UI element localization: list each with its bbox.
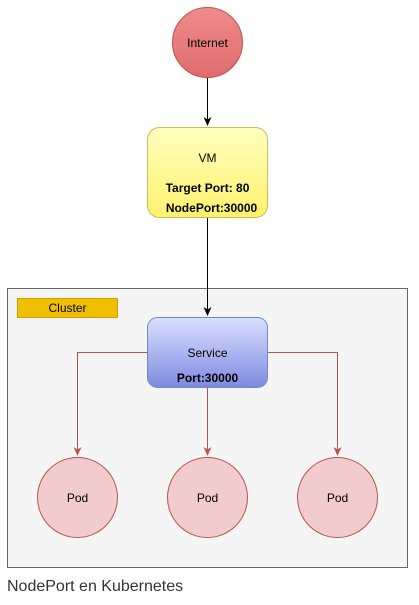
vm-title: VM xyxy=(199,151,217,165)
vm-node-port: NodePort:30000 xyxy=(166,201,258,215)
service-port: Port:30000 xyxy=(177,371,239,385)
service-title: Service xyxy=(187,346,227,360)
pod-label-middle: Pod xyxy=(197,491,218,505)
pod-label-left: Pod xyxy=(67,491,88,505)
internet-node xyxy=(172,7,243,78)
pod-node-left xyxy=(37,457,118,538)
pod-node-middle xyxy=(167,457,248,538)
vm-target-port: Target Port: 80 xyxy=(166,181,250,195)
edge-service-to-pod-right xyxy=(267,352,342,456)
figure-caption: NodePort en Kubernetes xyxy=(7,578,184,595)
internet-label: Internet xyxy=(187,36,228,50)
cluster-label: Cluster xyxy=(48,301,86,315)
pod-label-right: Pod xyxy=(327,491,348,505)
service-node xyxy=(147,317,268,388)
edge-service-to-pod-left xyxy=(73,352,148,456)
pod-node-right xyxy=(297,457,378,538)
vm-node xyxy=(147,127,268,218)
cluster-tag xyxy=(17,298,118,318)
nodeport-diagram: Cluster Internet VM Target Port: 80 Node… xyxy=(7,7,408,568)
